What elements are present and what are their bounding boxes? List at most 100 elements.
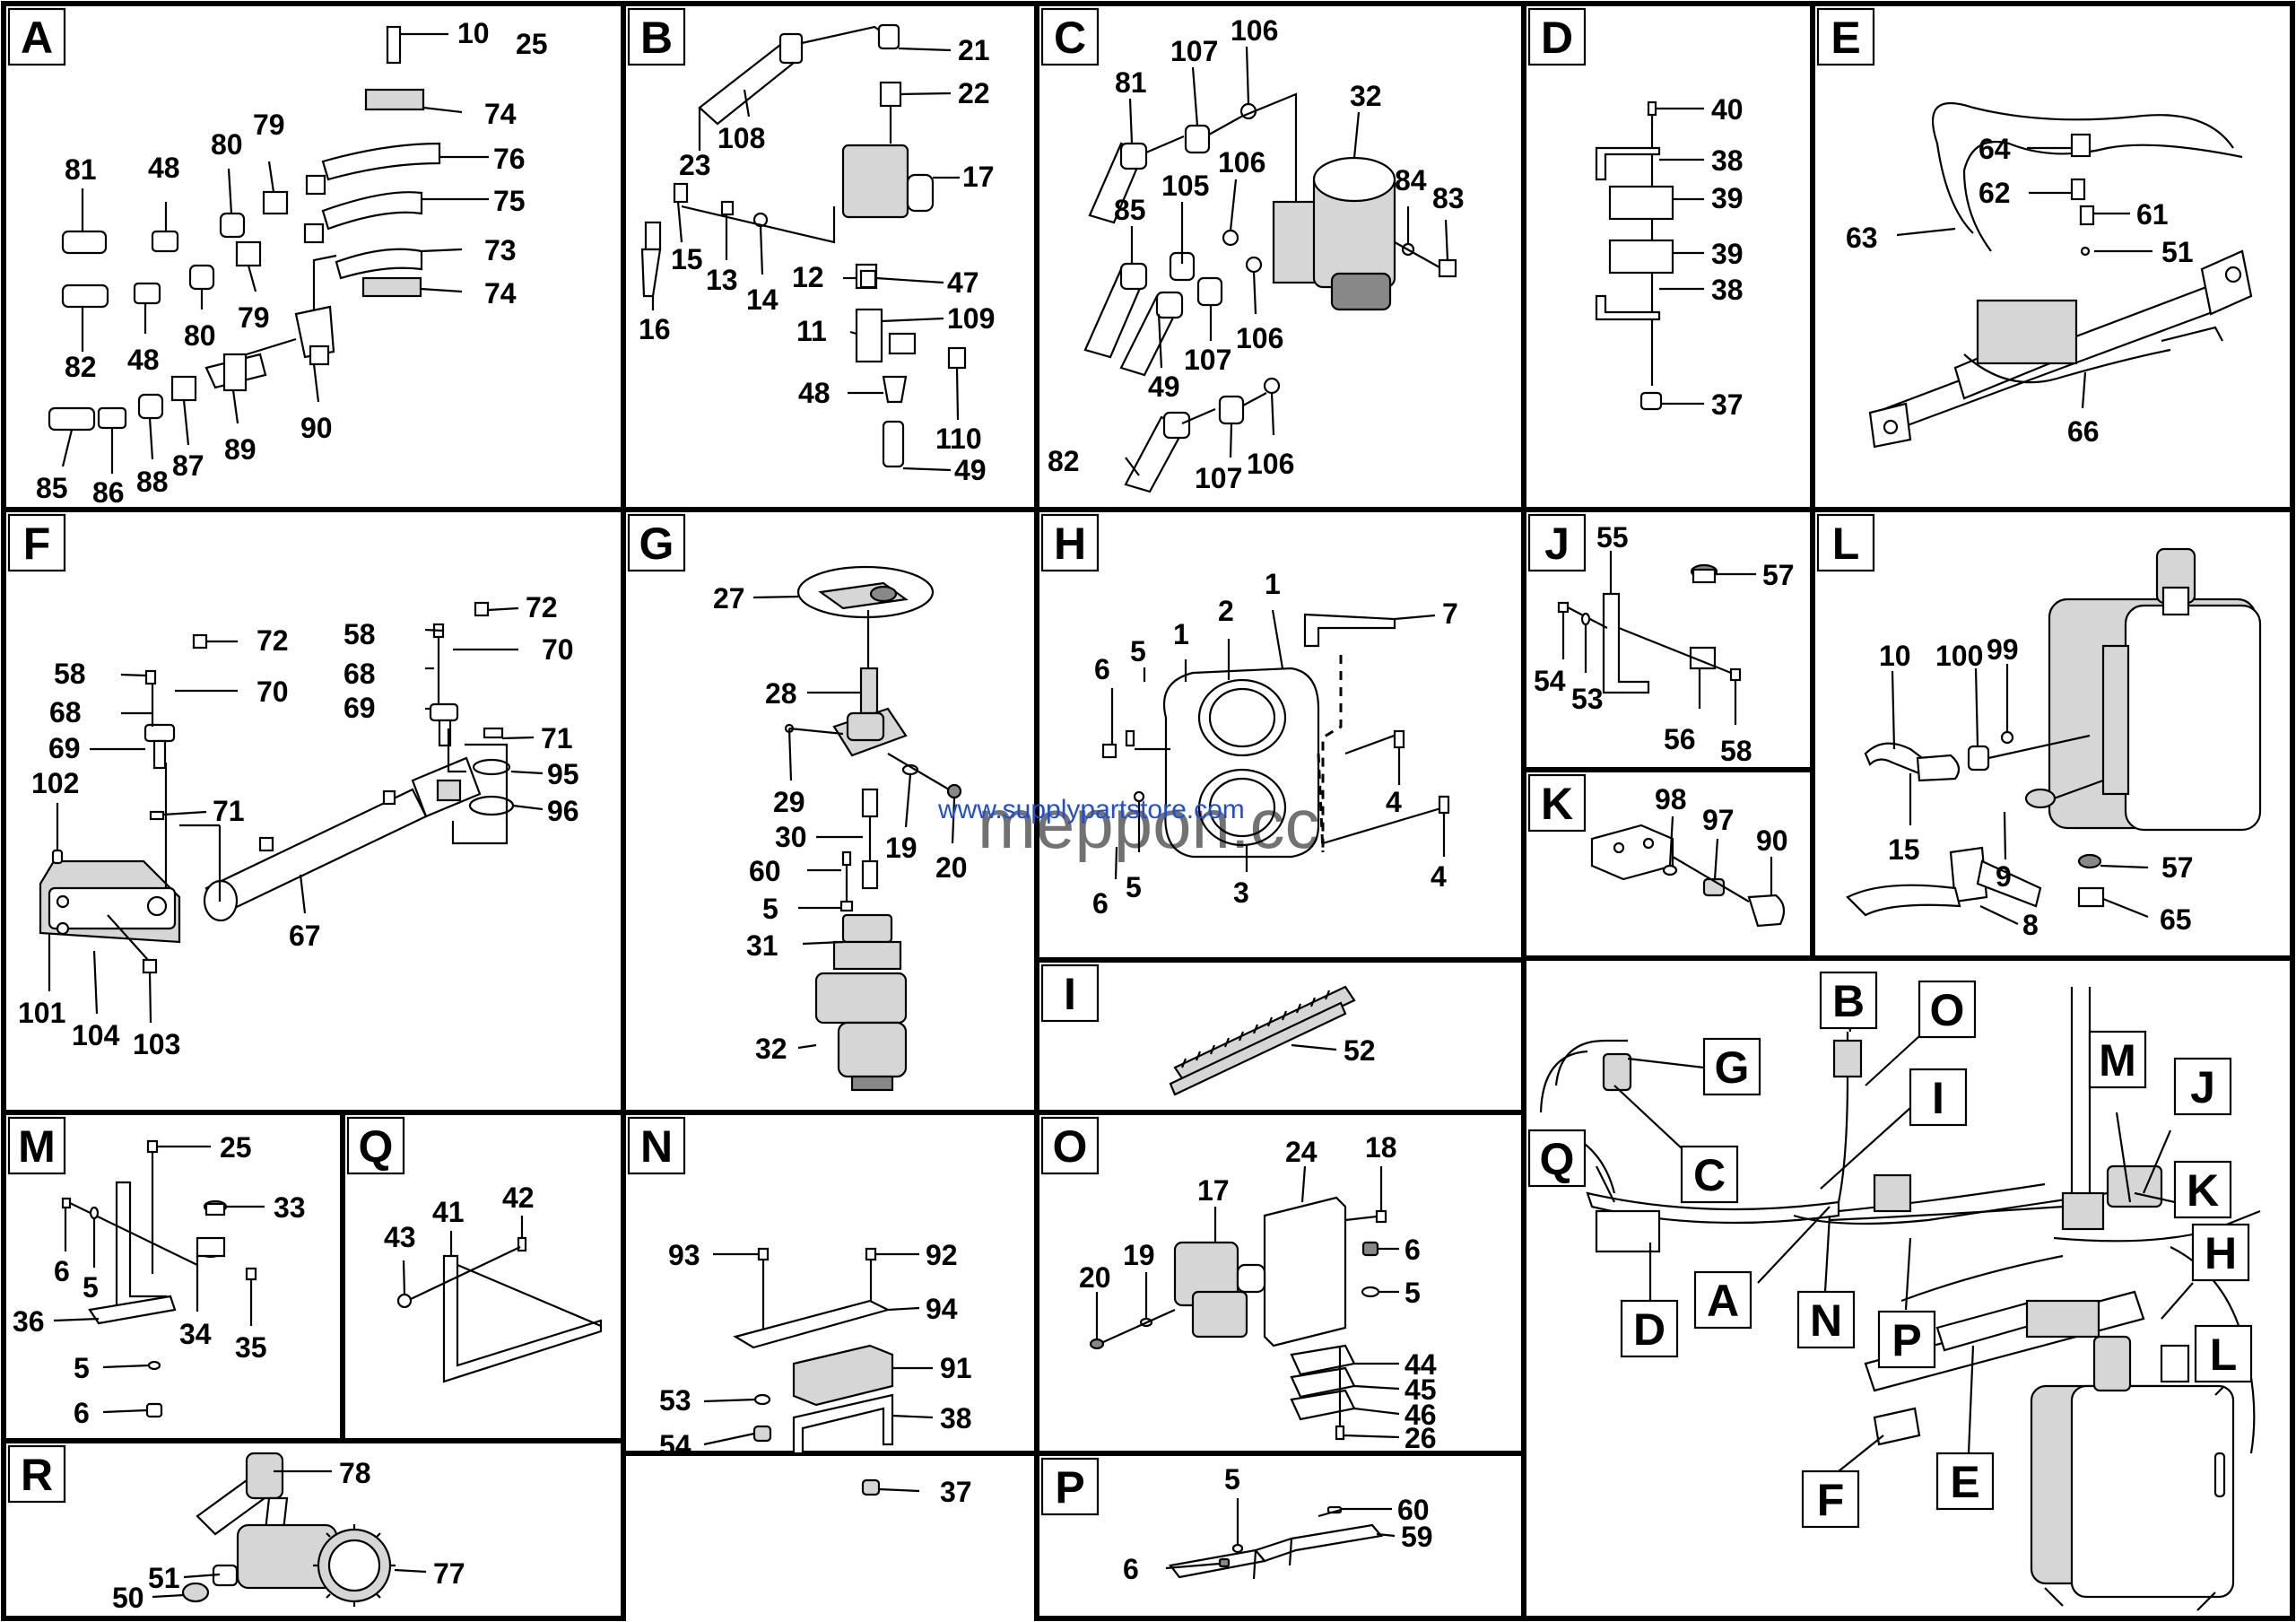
overview-tags: B O G I M J Q C K H A N P D L F E [1527,971,2253,1529]
svg-text:10: 10 [1879,640,1911,672]
svg-text:72: 72 [526,591,558,624]
panel-i-leaders [1291,1043,1337,1051]
panel-d-labels: 40 38 39 39 38 37 [1711,93,1744,421]
svg-text:71: 71 [213,795,245,827]
svg-text:43: 43 [384,1221,416,1253]
svg-text:58: 58 [1720,735,1752,767]
svg-text:81: 81 [65,153,97,186]
svg-text:78: 78 [339,1457,371,1489]
svg-text:19: 19 [1123,1239,1155,1271]
overview-tag-l: L [2194,1324,2253,1383]
overview-tag-m: M [2088,1030,2147,1089]
svg-text:25: 25 [220,1131,252,1164]
panel-n-leaders [703,1252,934,1493]
panel-tags: A B C D E F G H I J K L M Q N O P R [7,7,1875,1516]
panel-r-leaders [152,1469,427,1599]
svg-text:96: 96 [547,795,579,827]
panel-b-drawing [640,23,967,468]
panel-tag-i: I [1040,964,1100,1023]
svg-text:90: 90 [300,412,333,444]
svg-text:E: E [1831,13,1860,63]
panel-f-drawing [39,601,515,974]
svg-text:90: 90 [1756,824,1788,857]
svg-text:27: 27 [713,582,745,615]
panel-tag-k: K [1527,773,1587,833]
svg-text:P: P [1892,1315,1921,1365]
svg-text:38: 38 [1711,144,1744,177]
svg-text:47: 47 [947,266,979,299]
svg-text:99: 99 [1987,633,2019,666]
svg-text:A: A [1707,1276,1739,1326]
svg-text:I: I [1064,969,1076,1019]
svg-text:72: 72 [257,624,289,657]
svg-text:8: 8 [2022,909,2039,941]
panel-tag-c: C [1040,7,1100,66]
svg-text:36: 36 [13,1305,45,1338]
panel-k-labels: 98 97 90 [1655,783,1788,857]
svg-text:16: 16 [639,313,671,345]
panel-d-drawing [1595,100,1674,411]
overview-tag-p: P [1877,1310,1936,1369]
panel-tag-n: N [627,1116,686,1175]
panel-a-drawing [48,25,441,432]
svg-text:63: 63 [1846,222,1878,254]
svg-text:60: 60 [749,855,781,887]
panel-e-labels: 64 62 61 63 51 66 [1846,133,2194,448]
svg-text:107: 107 [1184,344,1231,376]
svg-text:41: 41 [432,1196,465,1228]
panel-r-labels: 78 51 77 50 [112,1457,465,1614]
panel-b-labels: 21 22 108 23 17 15 13 14 16 12 47 11 109… [639,34,995,486]
overview-tag-n: N [1796,1290,1856,1349]
svg-text:100: 100 [1935,640,1983,672]
svg-text:C: C [1693,1150,1726,1200]
panel-h-labels: 1 7 2 1 5 6 4 5 6 3 4 [1092,568,1458,920]
svg-text:33: 33 [274,1191,306,1224]
panel-tag-h: H [1040,513,1100,572]
svg-text:15: 15 [1888,833,1920,866]
svg-text:5: 5 [1224,1463,1240,1496]
svg-text:A: A [21,13,53,63]
svg-text:85: 85 [1114,194,1146,226]
svg-text:38: 38 [1711,274,1744,306]
svg-text:O: O [1053,1121,1088,1172]
overview-tag-e: E [1935,1452,1995,1511]
overview-tag-i: I [1909,1068,1968,1127]
svg-text:L: L [2210,1330,2238,1380]
svg-text:29: 29 [773,786,805,818]
panel-tag-r: R [7,1444,66,1504]
svg-text:21: 21 [958,34,990,66]
svg-text:61: 61 [2136,198,2169,231]
svg-text:C: C [1054,13,1086,63]
svg-text:57: 57 [1762,559,1795,591]
panel-n-labels: 93 92 94 91 53 38 54 37 [659,1239,972,1508]
panel-e-drawing [1868,101,2253,449]
svg-text:55: 55 [1596,521,1629,554]
svg-text:69: 69 [344,692,376,724]
panel-m-leaders [53,1145,265,1414]
svg-text:56: 56 [1664,723,1696,755]
panel-tag-p: P [1040,1457,1100,1516]
svg-text:R: R [21,1450,53,1500]
svg-text:79: 79 [238,301,270,334]
svg-text:39: 39 [1711,182,1744,214]
svg-text:46: 46 [1405,1399,1437,1431]
svg-text:44: 44 [1405,1348,1437,1381]
svg-text:15: 15 [671,243,703,275]
svg-text:M: M [2099,1035,2136,1086]
svg-text:106: 106 [1218,146,1265,179]
svg-text:11: 11 [796,315,827,347]
svg-text:74: 74 [484,277,517,310]
svg-text:65: 65 [2160,903,2192,936]
svg-text:M: M [18,1121,56,1172]
panel-tag-m: M [7,1116,66,1175]
svg-text:H: H [1054,519,1086,569]
panel-tag-j: J [1527,513,1587,572]
panel-o-drawing [1089,1196,1387,1441]
svg-text:25: 25 [516,28,548,60]
svg-text:20: 20 [935,851,968,884]
overview-tag-q: Q [1527,1129,1587,1188]
panel-l-labels: 10 100 99 15 9 57 8 65 [1879,633,2194,941]
panel-tag-f: F [7,513,66,572]
svg-text:1: 1 [1265,568,1281,600]
svg-text:106: 106 [1231,14,1278,47]
